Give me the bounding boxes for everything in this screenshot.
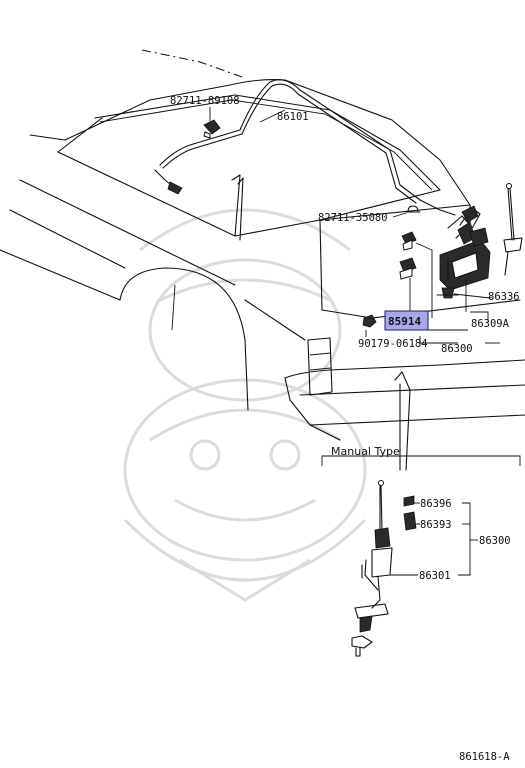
manual-antenna-drawing	[351, 480, 393, 657]
label-82711-89108: 82711-89108	[170, 95, 240, 107]
label-86301: 86301	[419, 570, 451, 582]
relay-85914-parts	[399, 231, 417, 280]
label-86101: 86101	[277, 111, 309, 123]
highlight-85914[interactable]	[384, 310, 429, 331]
label-86309A: 86309A	[471, 318, 510, 330]
power-antenna-assembly	[436, 183, 523, 299]
watermark-emblem	[123, 208, 367, 602]
antenna-cord	[154, 79, 456, 216]
leader-lines	[209, 107, 500, 344]
manual-type-title: Manual Type	[331, 445, 400, 458]
label-86300-right: 86300	[479, 535, 511, 547]
diagram-code: 861618-A	[459, 751, 510, 763]
manual-type-inset: Manual Type 86396 86393 86300	[321, 445, 521, 657]
label-86300-top: 86300	[441, 343, 473, 355]
label-90179-06184: 90179-06184	[358, 338, 428, 350]
cap-86396	[403, 495, 415, 507]
bezel-86393	[403, 511, 417, 531]
clip-82711-89108	[203, 119, 221, 139]
label-86396: 86396	[420, 498, 452, 510]
roof-centerline	[141, 49, 246, 79]
nut-90179-06184	[362, 314, 377, 328]
label-82711-35080: 82711-35080	[318, 212, 388, 224]
clip-82711-35080	[405, 205, 421, 213]
label-86336: 86336	[488, 291, 520, 303]
label-86393: 86393	[420, 519, 452, 531]
label-85914[interactable]: 85914	[388, 315, 421, 328]
